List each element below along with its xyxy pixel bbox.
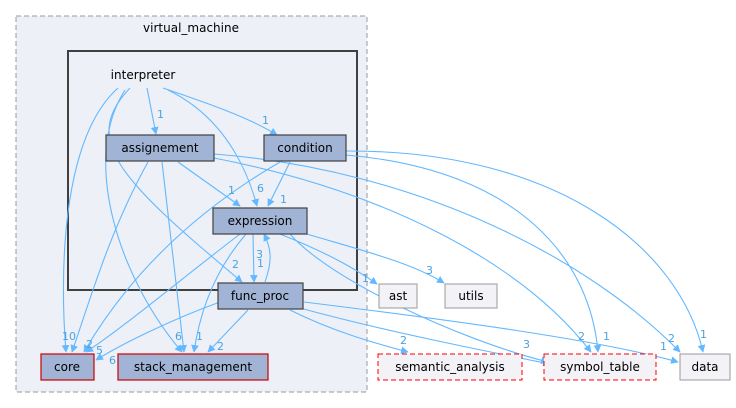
edge-assignement-data xyxy=(213,153,681,353)
edge-label: 3 xyxy=(256,248,263,261)
edge-label: 2 xyxy=(217,340,224,353)
node-label: condition xyxy=(277,141,332,155)
edge-label: 10 xyxy=(62,330,76,343)
edge-label: 5 xyxy=(96,344,103,357)
edge-condition-symbol xyxy=(345,154,602,353)
edge-interpreter-condition xyxy=(162,87,278,136)
edges xyxy=(61,87,706,367)
edge-interpreter-expression xyxy=(167,89,259,207)
node-core[interactable]: core xyxy=(40,353,95,381)
edge-label: 1 xyxy=(700,328,707,341)
edge-func-proc-core xyxy=(95,301,221,361)
node-label: stack_management xyxy=(134,360,253,374)
edge-label: 1 xyxy=(280,193,287,206)
edge-label: 2 xyxy=(400,334,407,347)
edge-expression-utils xyxy=(299,231,445,284)
edge-label: 1 xyxy=(660,340,667,353)
interpreter-label[interactable]: interpreter xyxy=(111,68,176,82)
node-ast[interactable]: ast xyxy=(378,283,418,309)
node-utils[interactable]: utils xyxy=(444,283,498,309)
node-expression[interactable]: expression xyxy=(212,207,308,235)
node-symbol-table[interactable]: symbol_table xyxy=(543,353,657,381)
edge-func-proc-expression xyxy=(263,233,271,283)
edge-expression-ast xyxy=(279,233,378,285)
edge-label: 1 xyxy=(196,330,203,343)
node-label: semantic_analysis xyxy=(395,360,505,374)
edge-func-proc-stack xyxy=(207,309,249,353)
edge-label: 6 xyxy=(175,330,182,343)
node-data[interactable]: data xyxy=(679,353,731,381)
edge-label: 6 xyxy=(257,182,264,195)
edge-assignement-core xyxy=(70,161,149,353)
edge-expression-func-proc xyxy=(250,233,258,283)
node-label: ast xyxy=(389,289,408,303)
edge-assignement-symbol xyxy=(213,157,592,353)
edge-label: 3 xyxy=(523,338,530,351)
node-func-proc[interactable]: func_proc xyxy=(217,282,304,310)
edge-assignement-expression xyxy=(177,161,241,207)
edge-expression-stack xyxy=(191,233,247,353)
edge-label: 3 xyxy=(426,264,433,277)
edge-interpreter-stack xyxy=(105,89,183,353)
edge-label: 2 xyxy=(232,258,239,271)
node-condition[interactable]: condition xyxy=(263,134,347,162)
node-assignement[interactable]: assignement xyxy=(105,134,215,162)
virtual-machine-label[interactable]: virtual_machine xyxy=(143,21,239,35)
node-semantic-analysis[interactable]: semantic_analysis xyxy=(377,353,523,381)
edge-label: 1 xyxy=(362,272,369,285)
node-label: core xyxy=(54,360,80,374)
edge-func-proc-semantic xyxy=(289,309,409,354)
node-label: utils xyxy=(458,289,483,303)
edge-condition-core xyxy=(83,161,281,353)
node-stack-management[interactable]: stack_management xyxy=(117,353,269,381)
edge-func-proc-data xyxy=(303,301,679,364)
edge-label: 2 xyxy=(578,330,585,343)
edge-interpreter-assignement xyxy=(146,87,159,135)
edge-label: 1 xyxy=(157,108,164,121)
interpreter-cluster xyxy=(67,50,358,291)
edge-labels: 1 1 6 2 1 1 1 3 10 2 5 6 6 1 2 1 3 2 2 3… xyxy=(62,108,707,367)
edge-label: 1 xyxy=(228,184,235,197)
edge-assignement-stack xyxy=(161,161,188,353)
edge-label: 1 xyxy=(603,330,610,343)
node-label: expression xyxy=(228,214,293,228)
edge-label: 6 xyxy=(109,354,116,367)
node-label: symbol_table xyxy=(560,360,640,374)
node-label: data xyxy=(691,360,718,374)
edge-expression-core xyxy=(85,233,241,353)
edge-label: 1 xyxy=(262,114,269,127)
edge-condition-expression xyxy=(267,161,291,207)
node-label: assignement xyxy=(121,141,198,155)
edge-interpreter-core xyxy=(61,87,119,353)
edge-label: 2 xyxy=(668,332,675,345)
edge-condition-data xyxy=(345,150,706,353)
node-label: func_proc xyxy=(231,289,289,303)
edge-label: 2 xyxy=(86,338,93,351)
edge-label: 1 xyxy=(257,257,264,270)
